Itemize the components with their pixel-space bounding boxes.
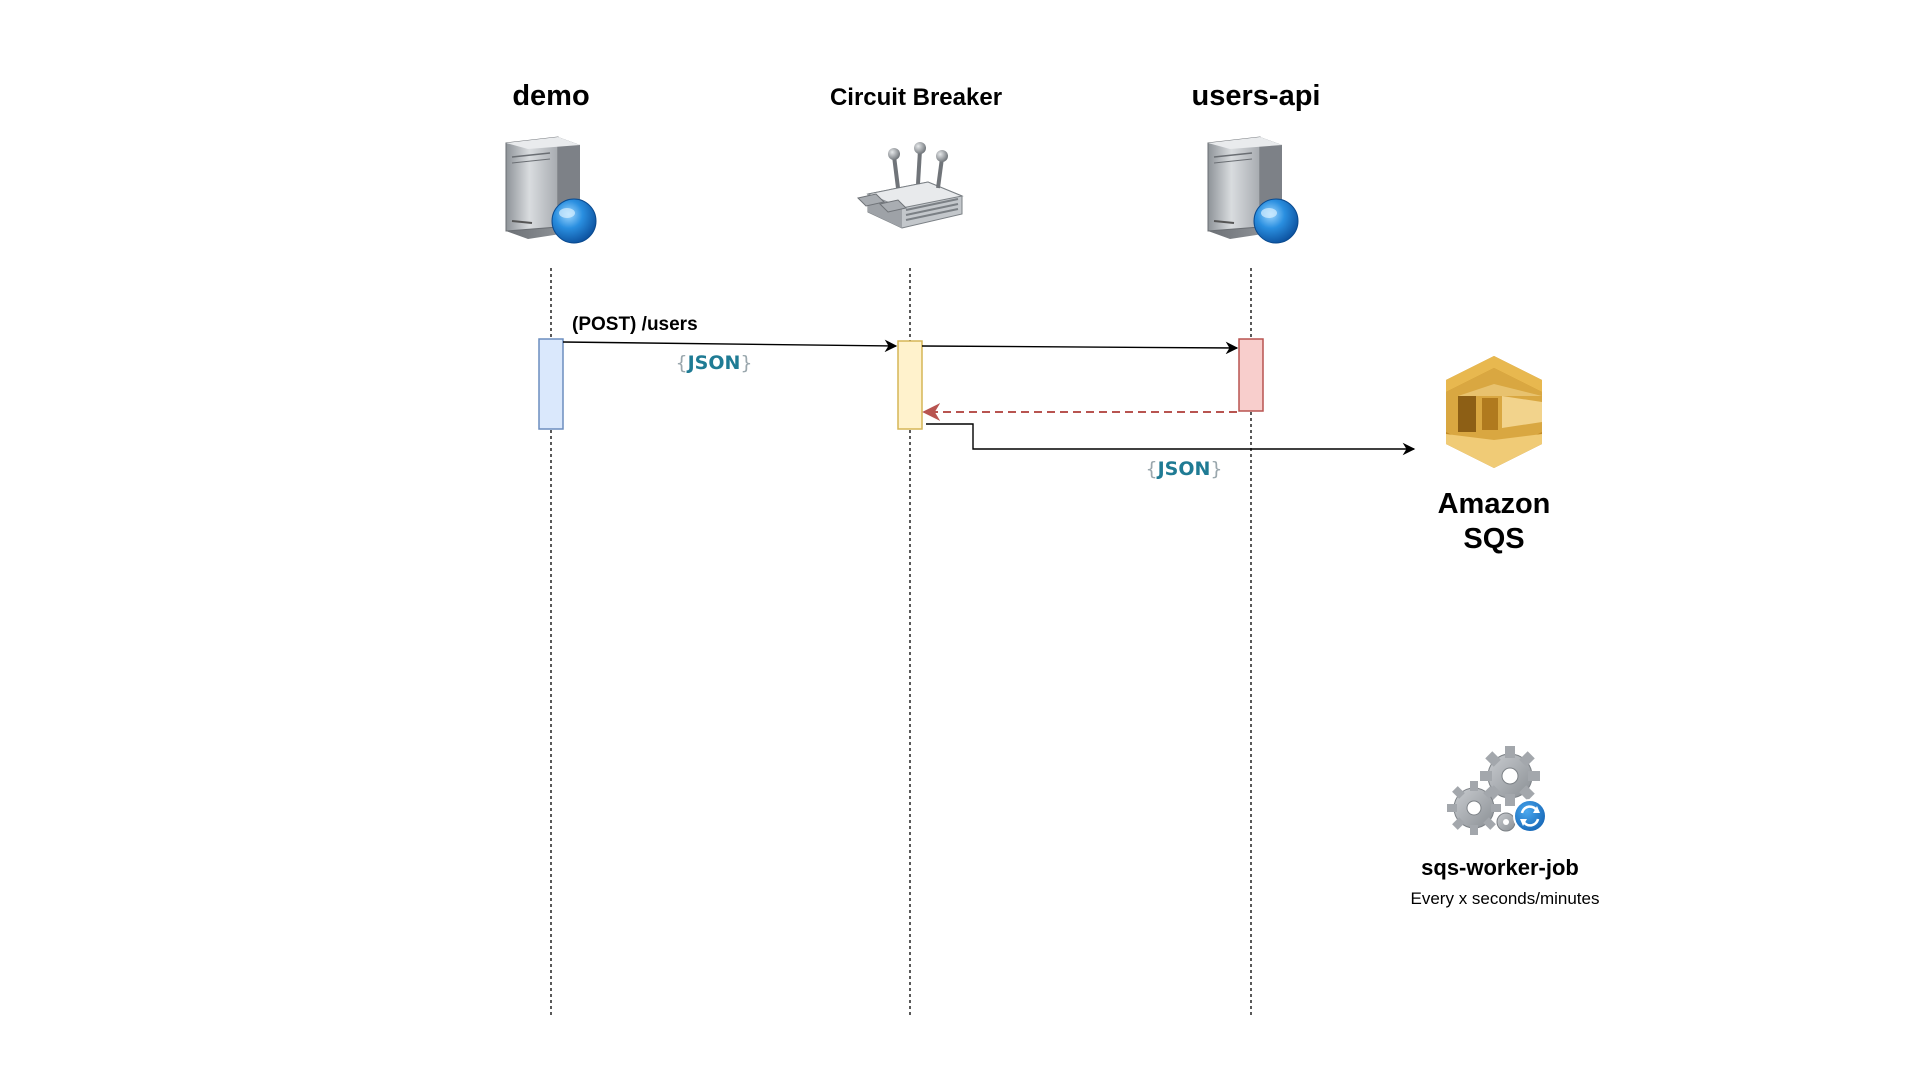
json-payload-label: JSON <box>1157 458 1211 480</box>
activation-users-api <box>1238 338 1264 412</box>
message-enqueue-payload: {JSON} <box>1145 458 1223 480</box>
participant-demo-label: demo <box>512 80 590 112</box>
participant-circuit-breaker-label: Circuit Breaker <box>829 84 1003 111</box>
amazon-sqs-label: Amazon SQS <box>1438 487 1551 557</box>
json-payload-label: JSON <box>687 352 741 374</box>
arrow-forward-users-api <box>921 341 1239 355</box>
circuit-breaker-icon <box>857 142 964 229</box>
message-post-users-payload: {JSON} <box>675 352 753 374</box>
amazon-sqs-icon <box>1446 356 1542 468</box>
amazon-sqs-label-line2: SQS <box>1463 523 1525 555</box>
participant-users-api-label: users-api <box>1191 80 1321 112</box>
activation-demo <box>538 338 564 430</box>
web-server-icon <box>1207 136 1299 244</box>
worker-schedule-label: Every x seconds/minutes <box>1410 889 1600 908</box>
arrow-post-users <box>562 339 898 353</box>
message-post-users-label: (POST) /users <box>572 314 698 335</box>
activation-circuit-breaker <box>897 340 923 430</box>
amazon-sqs-label-line1: Amazon <box>1437 488 1551 520</box>
web-server-icon <box>505 136 597 244</box>
arrow-enqueue-sqs <box>926 423 1416 456</box>
worker-name-label: sqs-worker-job <box>1421 855 1579 880</box>
worker-gears-icon <box>1447 746 1547 835</box>
